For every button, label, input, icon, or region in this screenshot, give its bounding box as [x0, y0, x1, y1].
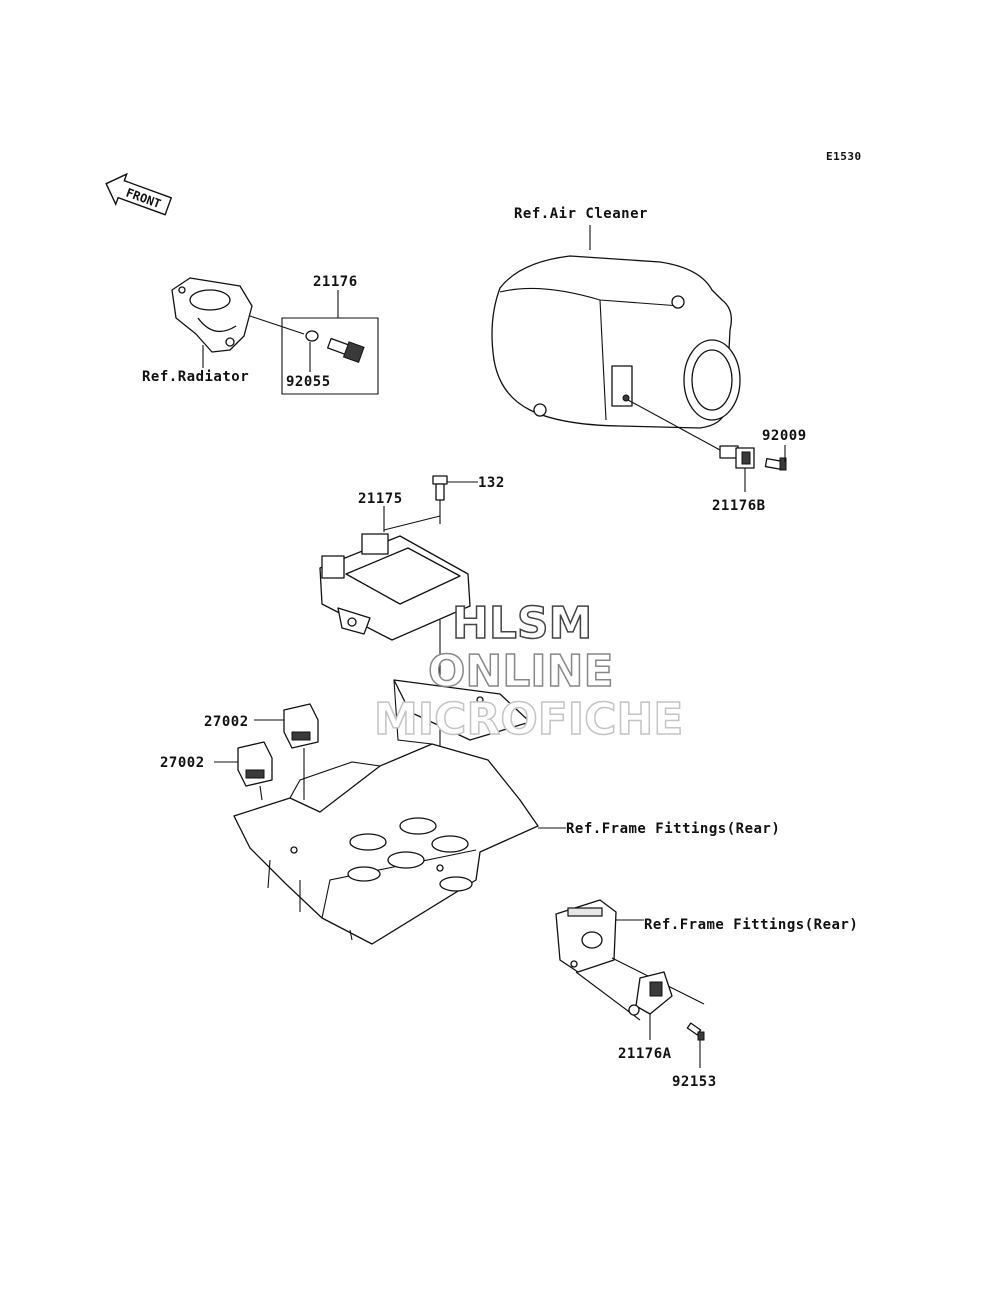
front-arrow-icon: FRONT	[105, 172, 173, 216]
part-27002-a-label: 27002	[204, 714, 249, 730]
part-21176-label: 21176	[313, 274, 358, 290]
air-cleaner	[491, 225, 741, 429]
watermark: HLSM ONLINE MICROFICHE	[373, 597, 684, 746]
part-21176B-label: 21176B	[712, 498, 766, 514]
bolt-92009	[764, 445, 787, 471]
part-132-label: 132	[478, 475, 505, 491]
ref-frame-fittings-1-label: Ref.Frame Fittings(Rear)	[566, 821, 780, 837]
radiator-housing	[171, 277, 253, 353]
ecu-21175	[319, 506, 471, 641]
tray-frame-fittings	[233, 679, 566, 945]
watermark-line2: ONLINE	[428, 646, 614, 697]
part-92153-label: 92153	[672, 1074, 717, 1090]
part-92055-label: 92055	[286, 374, 331, 390]
part-27002-b-label: 27002	[160, 755, 205, 771]
diagram-code: E1530	[826, 150, 862, 163]
watermark-line1: HLSM	[452, 598, 592, 649]
ref-frame-fittings-2-label: Ref.Frame Fittings(Rear)	[644, 917, 858, 933]
ref-radiator-label: Ref.Radiator	[142, 369, 249, 385]
bolt-92153	[686, 1022, 705, 1068]
watermark-line3: MICROFICHE	[374, 694, 683, 745]
relay-27002-a	[254, 703, 319, 800]
part-92009-label: 92009	[762, 428, 807, 444]
ref-air-cleaner-label: Ref.Air Cleaner	[514, 206, 648, 222]
part-21176A-label: 21176A	[618, 1046, 672, 1062]
sensor-21176B	[627, 399, 755, 492]
relay-27002-b	[214, 741, 273, 801]
bracket-frame-fittings	[555, 899, 644, 973]
bolt-132	[432, 475, 478, 524]
part-21175-label: 21175	[358, 491, 403, 507]
part-21176-group	[281, 290, 379, 395]
sensor-21176A	[575, 957, 705, 1040]
